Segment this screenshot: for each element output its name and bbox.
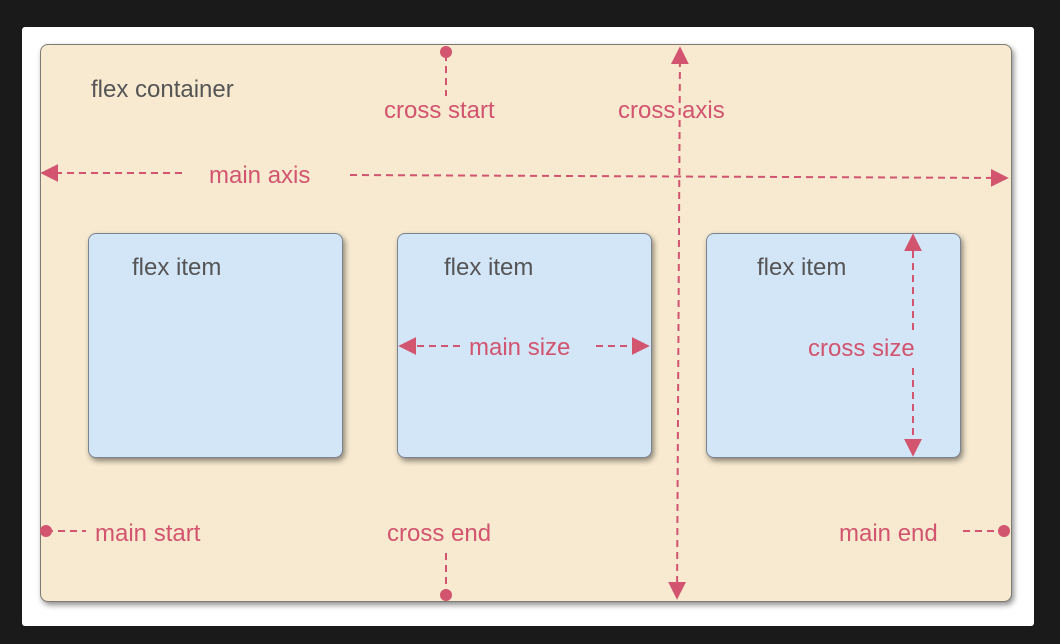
cross-size-label: cross size — [808, 335, 915, 362]
main-end-label: main end — [839, 520, 938, 547]
cross-axis-arrow — [668, 46, 689, 600]
cross-end-label: cross end — [387, 520, 492, 547]
main-size-label: main size — [469, 334, 571, 361]
flex-item-2-label: flex item — [444, 254, 534, 281]
flex-item-3-label: flex item — [757, 254, 847, 281]
main-axis-label: main axis — [209, 162, 311, 189]
main-axis-arrow-right — [349, 168, 1009, 187]
cross-start-dot — [440, 46, 452, 58]
cross-end-dot — [440, 589, 452, 601]
main-start-dot — [40, 525, 52, 537]
cross-axis-label: cross axis — [618, 97, 725, 124]
flex-container-label: flex container — [91, 76, 234, 103]
cross-start-label: cross start — [384, 97, 495, 124]
main-start-label: main start — [95, 520, 201, 547]
flex-item-3 — [706, 233, 961, 458]
main-end-dot — [998, 525, 1010, 537]
flex-item-1 — [88, 233, 343, 458]
flex-item-1-label: flex item — [132, 254, 222, 281]
